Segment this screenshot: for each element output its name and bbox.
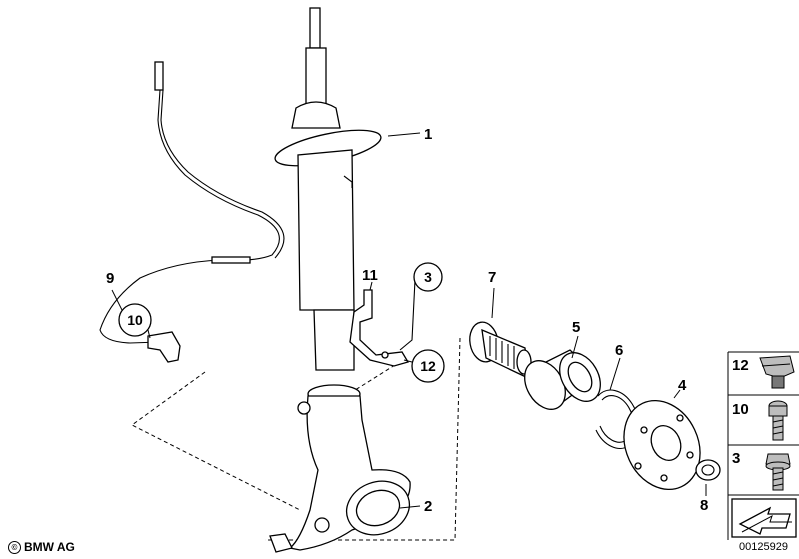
- side-label-10: 10: [732, 401, 749, 418]
- knuckle-boss: [297, 401, 311, 415]
- hex-bolt-icon: [765, 453, 791, 491]
- label-part-10: 10: [127, 312, 143, 328]
- wheel-hub: [623, 399, 701, 491]
- label-part-2: 2: [424, 498, 432, 515]
- assembly-guide-lines: [131, 337, 461, 541]
- leader-lines: [111, 132, 707, 509]
- cable-connector-plug: [154, 61, 164, 91]
- strut-bracket: [343, 175, 353, 188]
- strut-tube-upper: [297, 149, 355, 311]
- strut-piston-rod: [305, 47, 327, 107]
- bracket-3-line: [399, 279, 416, 351]
- label-part-8: 8: [700, 497, 708, 514]
- label-part-7: 7: [488, 269, 496, 286]
- label-part-1: 1: [424, 126, 432, 143]
- drive-flange: [469, 321, 532, 380]
- label-part-4: 4: [678, 377, 687, 394]
- label-circle-3: [413, 262, 443, 292]
- wheel-bearing: [524, 349, 601, 410]
- strut-tube-lower: [313, 309, 355, 371]
- copyright-notice: © BMW AG: [8, 540, 75, 554]
- hub-nut: [695, 459, 721, 481]
- label-part-11: 11: [362, 267, 378, 284]
- cable-clip: [211, 256, 251, 264]
- label-part-5: 5: [572, 319, 580, 336]
- navigation-arrow-icon[interactable]: [731, 498, 797, 538]
- bolt-hole: [381, 351, 389, 359]
- steering-knuckle: [269, 384, 411, 553]
- label-circle-10: [118, 303, 152, 337]
- side-label-3: 3: [732, 450, 740, 467]
- clip-nut-icon: [759, 355, 795, 389]
- hex-socket-bolt-icon: [768, 400, 788, 441]
- label-circle-12: [411, 349, 445, 383]
- label-part-9: 9: [106, 270, 114, 287]
- knuckle-hub-bore: [355, 489, 401, 527]
- strut-top-bushing: [291, 101, 341, 129]
- side-label-12: 12: [732, 357, 749, 374]
- copyright-symbol: ©: [8, 540, 21, 554]
- copyright-text: BMW AG: [24, 540, 75, 554]
- knuckle-lower-boss: [314, 517, 330, 533]
- knuckle-arm-tip: [269, 533, 293, 553]
- abs-sensor-cable: [99, 61, 285, 363]
- spring-strut: [274, 7, 382, 371]
- label-part-6: 6: [615, 342, 623, 359]
- side-panel: 12 10 3: [727, 351, 799, 540]
- label-part-12: 12: [420, 358, 436, 374]
- bracket-11: [349, 289, 409, 367]
- label-part-3: 3: [424, 269, 432, 285]
- document-number: 00125929: [739, 541, 788, 553]
- strut-rod-tip: [309, 7, 321, 49]
- abs-sensor-head: [147, 331, 181, 363]
